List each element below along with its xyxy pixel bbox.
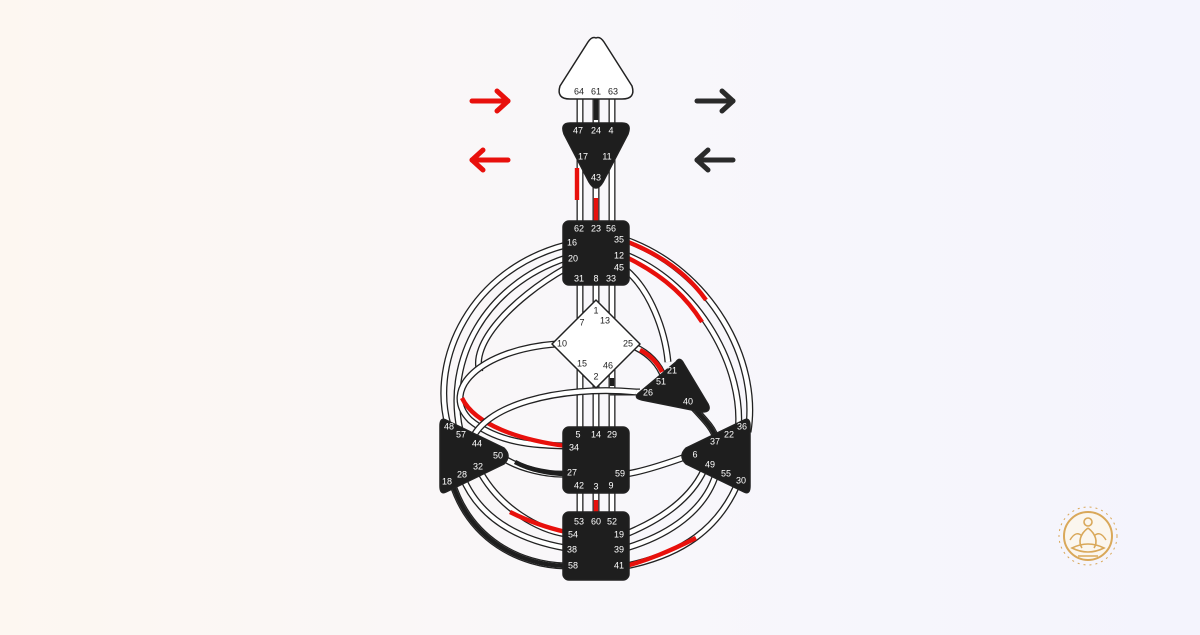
- channel-50-27: [497, 453, 567, 478]
- gate-43: 43: [591, 172, 601, 182]
- gate-51: 51: [656, 376, 666, 386]
- gate-39: 39: [614, 544, 624, 554]
- center-head: [558, 36, 634, 100]
- channel-30-41: [625, 476, 744, 570]
- gate-35: 35: [614, 234, 624, 244]
- gate-52: 52: [607, 516, 617, 526]
- gate-57: 57: [456, 429, 466, 439]
- center-spleen: [439, 418, 509, 494]
- gate-20: 20: [568, 253, 578, 263]
- channel-32-54: [474, 466, 567, 538]
- channel-45-21: [623, 267, 672, 363]
- channel-6-59: [625, 452, 690, 478]
- gate-63: 63: [608, 86, 618, 96]
- channel-16-48: [440, 241, 567, 426]
- gate-11: 11: [602, 151, 611, 161]
- gate-55: 55: [721, 468, 731, 478]
- arrow-top-right-icon: [694, 88, 736, 114]
- gate-37: 37: [710, 436, 720, 446]
- center-g: [551, 299, 641, 389]
- gate-34: 34: [569, 442, 579, 452]
- gate-8: 8: [593, 273, 598, 283]
- arrow-top-left-icon: [469, 88, 511, 114]
- gate-3: 3: [593, 481, 598, 491]
- channel-12-22: [624, 251, 743, 433]
- channel-55-39: [625, 472, 720, 552]
- gate-1: 1: [593, 305, 598, 315]
- gate-6: 6: [692, 449, 697, 459]
- gate-2: 2: [593, 371, 598, 381]
- gate-31: 31: [574, 273, 584, 283]
- gate-45: 45: [614, 262, 624, 272]
- gate-15: 15: [577, 358, 587, 368]
- channel-26-44: [466, 387, 637, 447]
- gate-14: 14: [591, 429, 601, 439]
- channel-18-58: [448, 480, 567, 570]
- gate-21: 21: [667, 365, 677, 375]
- gate-50: 50: [493, 450, 503, 460]
- gate-44: 44: [472, 438, 482, 448]
- gate-32: 32: [473, 461, 483, 471]
- center-ajna: [562, 122, 630, 189]
- gate-10: 10: [557, 338, 567, 348]
- center-sacral: [562, 426, 630, 494]
- gate-29: 29: [607, 429, 617, 439]
- gate-12: 12: [614, 250, 624, 260]
- gate-40: 40: [683, 396, 693, 406]
- center-solar-plexus: [681, 418, 751, 494]
- gate-48: 48: [444, 421, 454, 431]
- gate-30: 30: [736, 475, 746, 485]
- centers-layer: [439, 36, 751, 581]
- gate-33: 33: [606, 273, 616, 283]
- gate-54: 54: [568, 529, 578, 539]
- gate-23: 23: [591, 223, 601, 233]
- gate-42: 42: [574, 480, 584, 490]
- gate-16: 16: [567, 237, 577, 247]
- gate-17: 17: [578, 151, 588, 161]
- channel-49-19: [624, 468, 708, 538]
- arrow-bottom-left-icon: [469, 147, 511, 173]
- variable-arrows: [469, 88, 736, 173]
- channel-28-38: [458, 474, 567, 552]
- gate-13: 13: [600, 315, 610, 325]
- gate-18: 18: [442, 476, 452, 486]
- gate-27: 27: [567, 467, 577, 477]
- gate-28: 28: [457, 469, 467, 479]
- gate-5: 5: [575, 429, 580, 439]
- gate-9: 9: [608, 480, 613, 490]
- channel-35-36: [624, 236, 754, 433]
- center-ego: [635, 358, 710, 413]
- gate-41: 41: [614, 560, 624, 570]
- gate-46: 46: [603, 360, 613, 370]
- center-throat: [562, 220, 630, 286]
- gate-7: 7: [579, 317, 584, 327]
- gate-19: 19: [614, 529, 624, 539]
- lotus-meditation-logo: [1058, 506, 1118, 566]
- gate-36: 36: [737, 421, 747, 431]
- gate-24: 24: [591, 125, 601, 135]
- gate-26: 26: [643, 387, 653, 397]
- channel-10-34: [456, 340, 567, 450]
- gate-25: 25: [623, 338, 633, 348]
- center-root: [562, 511, 630, 581]
- gate-53: 53: [574, 516, 584, 526]
- gate-56: 56: [606, 223, 616, 233]
- gate-62: 62: [574, 223, 584, 233]
- gate-38: 38: [567, 544, 577, 554]
- arrow-bottom-right-icon: [694, 147, 736, 173]
- gate-47: 47: [573, 125, 583, 135]
- channel-20-10: [475, 264, 568, 374]
- gate-22: 22: [724, 429, 734, 439]
- gate-61: 61: [591, 86, 601, 96]
- gate-4: 4: [608, 125, 613, 135]
- gate-64: 64: [574, 86, 584, 96]
- gate-59: 59: [615, 468, 625, 478]
- gate-58: 58: [568, 560, 578, 570]
- gate-49: 49: [705, 459, 715, 469]
- gate-60: 60: [591, 516, 601, 526]
